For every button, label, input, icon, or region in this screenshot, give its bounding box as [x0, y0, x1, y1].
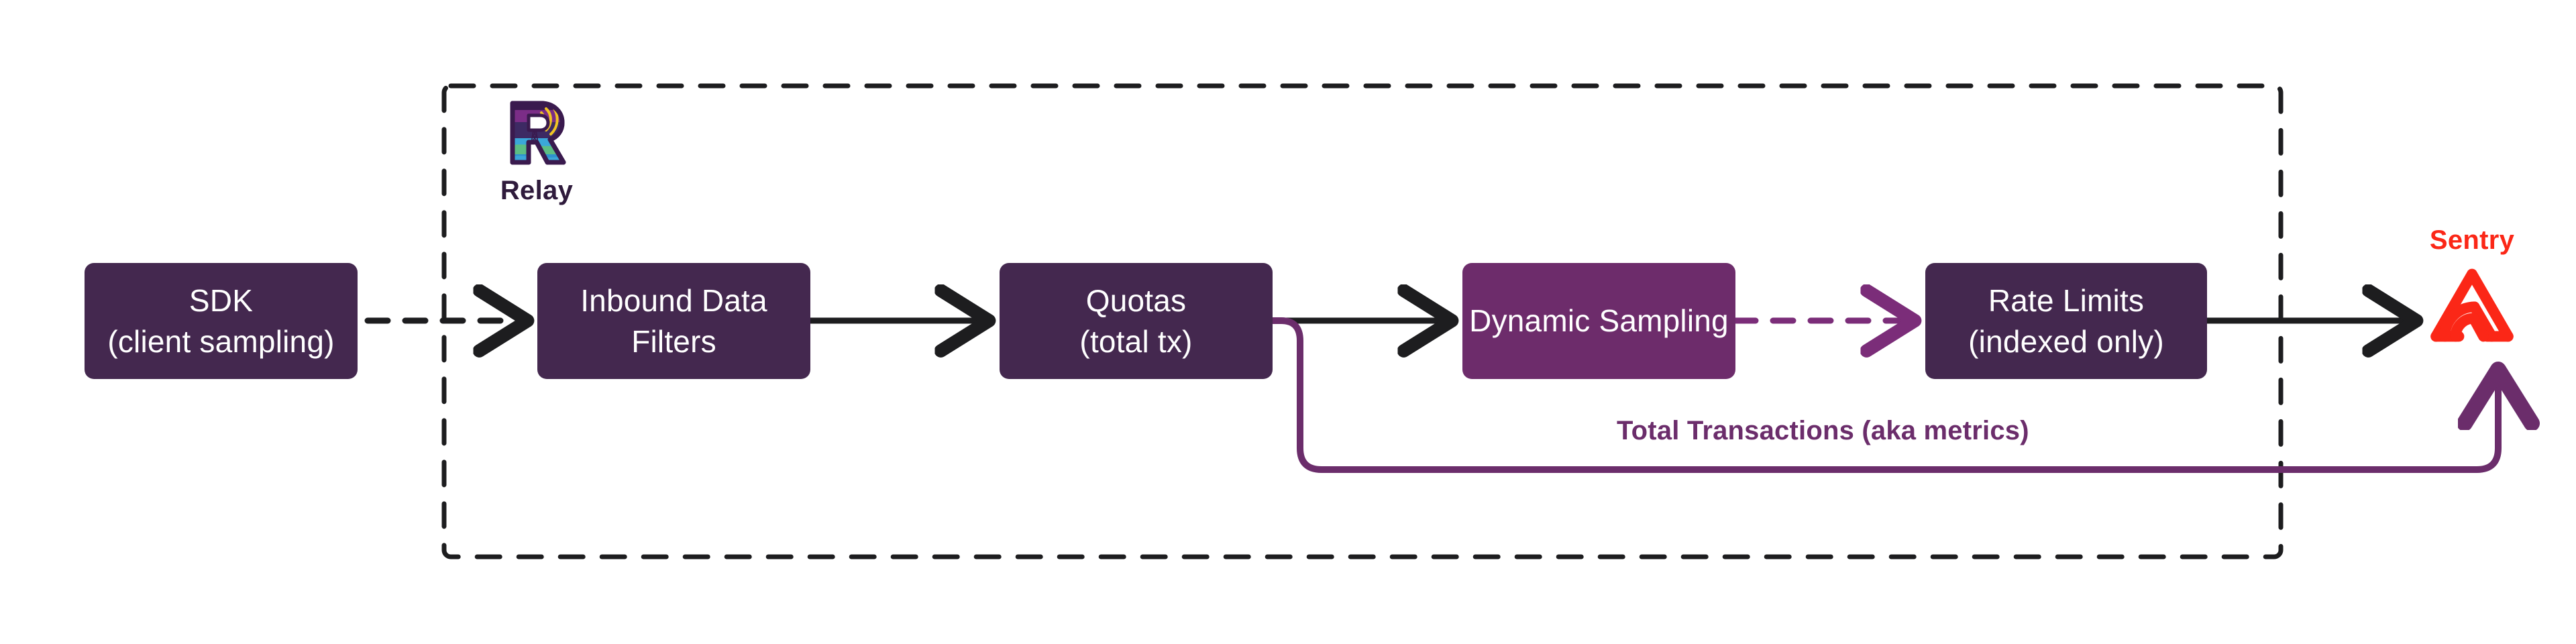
node-filters-line2: Filters — [631, 323, 716, 359]
edge-quotas-to-sentry-metrics — [1269, 317, 2498, 473]
sentry-arch-logo-icon — [2430, 268, 2514, 342]
relay-group: Relay — [470, 99, 604, 206]
node-sdk[interactable]: SDK (client sampling) — [85, 263, 358, 379]
node-dynamic-sampling[interactable]: Dynamic Sampling — [1462, 263, 1735, 379]
node-quotas[interactable]: Quotas (total tx) — [1000, 263, 1273, 379]
node-quotas-line1: Quotas — [1085, 282, 1187, 318]
node-sdk-line2: (client sampling) — [107, 323, 335, 359]
node-inbound-data-filters[interactable]: Inbound Data Filters — [537, 263, 810, 379]
node-filters-line1: Inbound Data — [580, 282, 767, 318]
relay-label: Relay — [500, 176, 574, 205]
sentry-label: Sentry — [2429, 225, 2515, 255]
node-rate-limits[interactable]: Rate Limits (indexed only) — [1925, 263, 2207, 379]
sentry-group: Sentry — [2395, 225, 2549, 350]
metrics-edge-label: Total Transactions (aka metrics) — [1617, 416, 2029, 445]
node-rate-line2: (indexed only) — [1968, 323, 2164, 359]
node-sdk-line1: SDK — [189, 282, 254, 318]
relay-r-tower-icon — [510, 101, 566, 165]
node-rate-line1: Rate Limits — [1988, 282, 2145, 318]
node-quotas-line2: (total tx) — [1079, 323, 1193, 359]
node-dynamic-line1: Dynamic Sampling — [1469, 303, 1729, 339]
